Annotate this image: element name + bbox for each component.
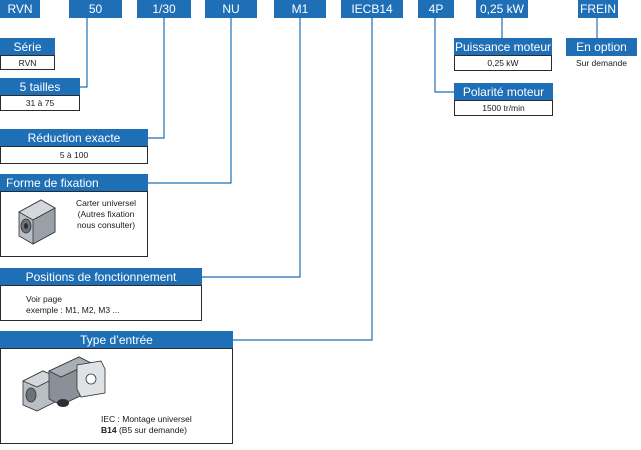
connector-iec — [233, 18, 373, 341]
puissance-value: 0,25 kW — [454, 55, 552, 71]
motor-illustration — [22, 356, 106, 412]
entree-line: IEC : Montage universel — [101, 414, 192, 424]
polarite-value: 1500 tr/min — [454, 100, 553, 116]
b14-label: B14 — [101, 425, 117, 435]
code-box: 0,25 kW — [476, 0, 528, 18]
code-box: FREIN — [578, 0, 618, 18]
gearbox-illustration — [18, 199, 56, 245]
positions-text: Voir page exemple : M1, M2, M3 ... — [26, 294, 120, 316]
reduction-value: 5 à 100 — [0, 146, 148, 164]
entree-line: B14 (B5 sur demande) — [101, 425, 192, 436]
code-box: IECB14 — [341, 0, 403, 18]
fixation-text: Carter universel (Autres fixation nous c… — [65, 198, 147, 231]
reduction-header: Réduction exacte — [0, 129, 148, 147]
entree-panel: IEC : Montage universel B14 (B5 sur dema… — [0, 348, 233, 444]
connector-4p — [434, 18, 454, 93]
serie-header: Série — [0, 38, 55, 56]
option-header: En option — [566, 38, 637, 56]
fixation-line: (Autres fixation — [77, 209, 135, 219]
positions-panel: Voir page exemple : M1, M2, M3 ... — [0, 285, 202, 321]
fixation-line: Carter universel — [76, 198, 136, 208]
code-box: M1 — [274, 0, 326, 18]
option-value: Sur demande — [575, 58, 628, 68]
positions-header: Positions de fonctionnement — [0, 268, 202, 286]
code-box: NU — [205, 0, 257, 18]
connector-50 — [80, 18, 88, 88]
connector-m1 — [202, 18, 301, 278]
fixation-line: nous consulter) — [76, 220, 136, 230]
serie-value: RVN — [0, 55, 55, 70]
code-box: 50 — [69, 0, 122, 18]
positions-line: Voir page — [26, 294, 62, 304]
polarite-header: Polarité moteur — [454, 83, 553, 101]
tailles-value: 31 à 75 — [0, 95, 80, 111]
entree-b5-note: (B5 sur demande) — [116, 425, 187, 435]
tailles-header: 5 tailles — [0, 78, 80, 96]
code-box: 1/30 — [137, 0, 191, 18]
code-box: 4P — [418, 0, 454, 18]
entree-header: Type d’entrée — [0, 331, 233, 349]
puissance-header: Puissance moteur — [454, 38, 552, 56]
entree-text: IEC : Montage universel B14 (B5 sur dema… — [101, 414, 192, 436]
connector-nu — [148, 18, 232, 184]
connector-ratio — [148, 18, 165, 139]
code-box: RVN — [0, 0, 40, 18]
fixation-header: Forme de fixation — [0, 174, 148, 192]
positions-line: exemple : M1, M2, M3 ... — [26, 305, 120, 315]
fixation-panel: Carter universel (Autres fixation nous c… — [0, 191, 148, 257]
